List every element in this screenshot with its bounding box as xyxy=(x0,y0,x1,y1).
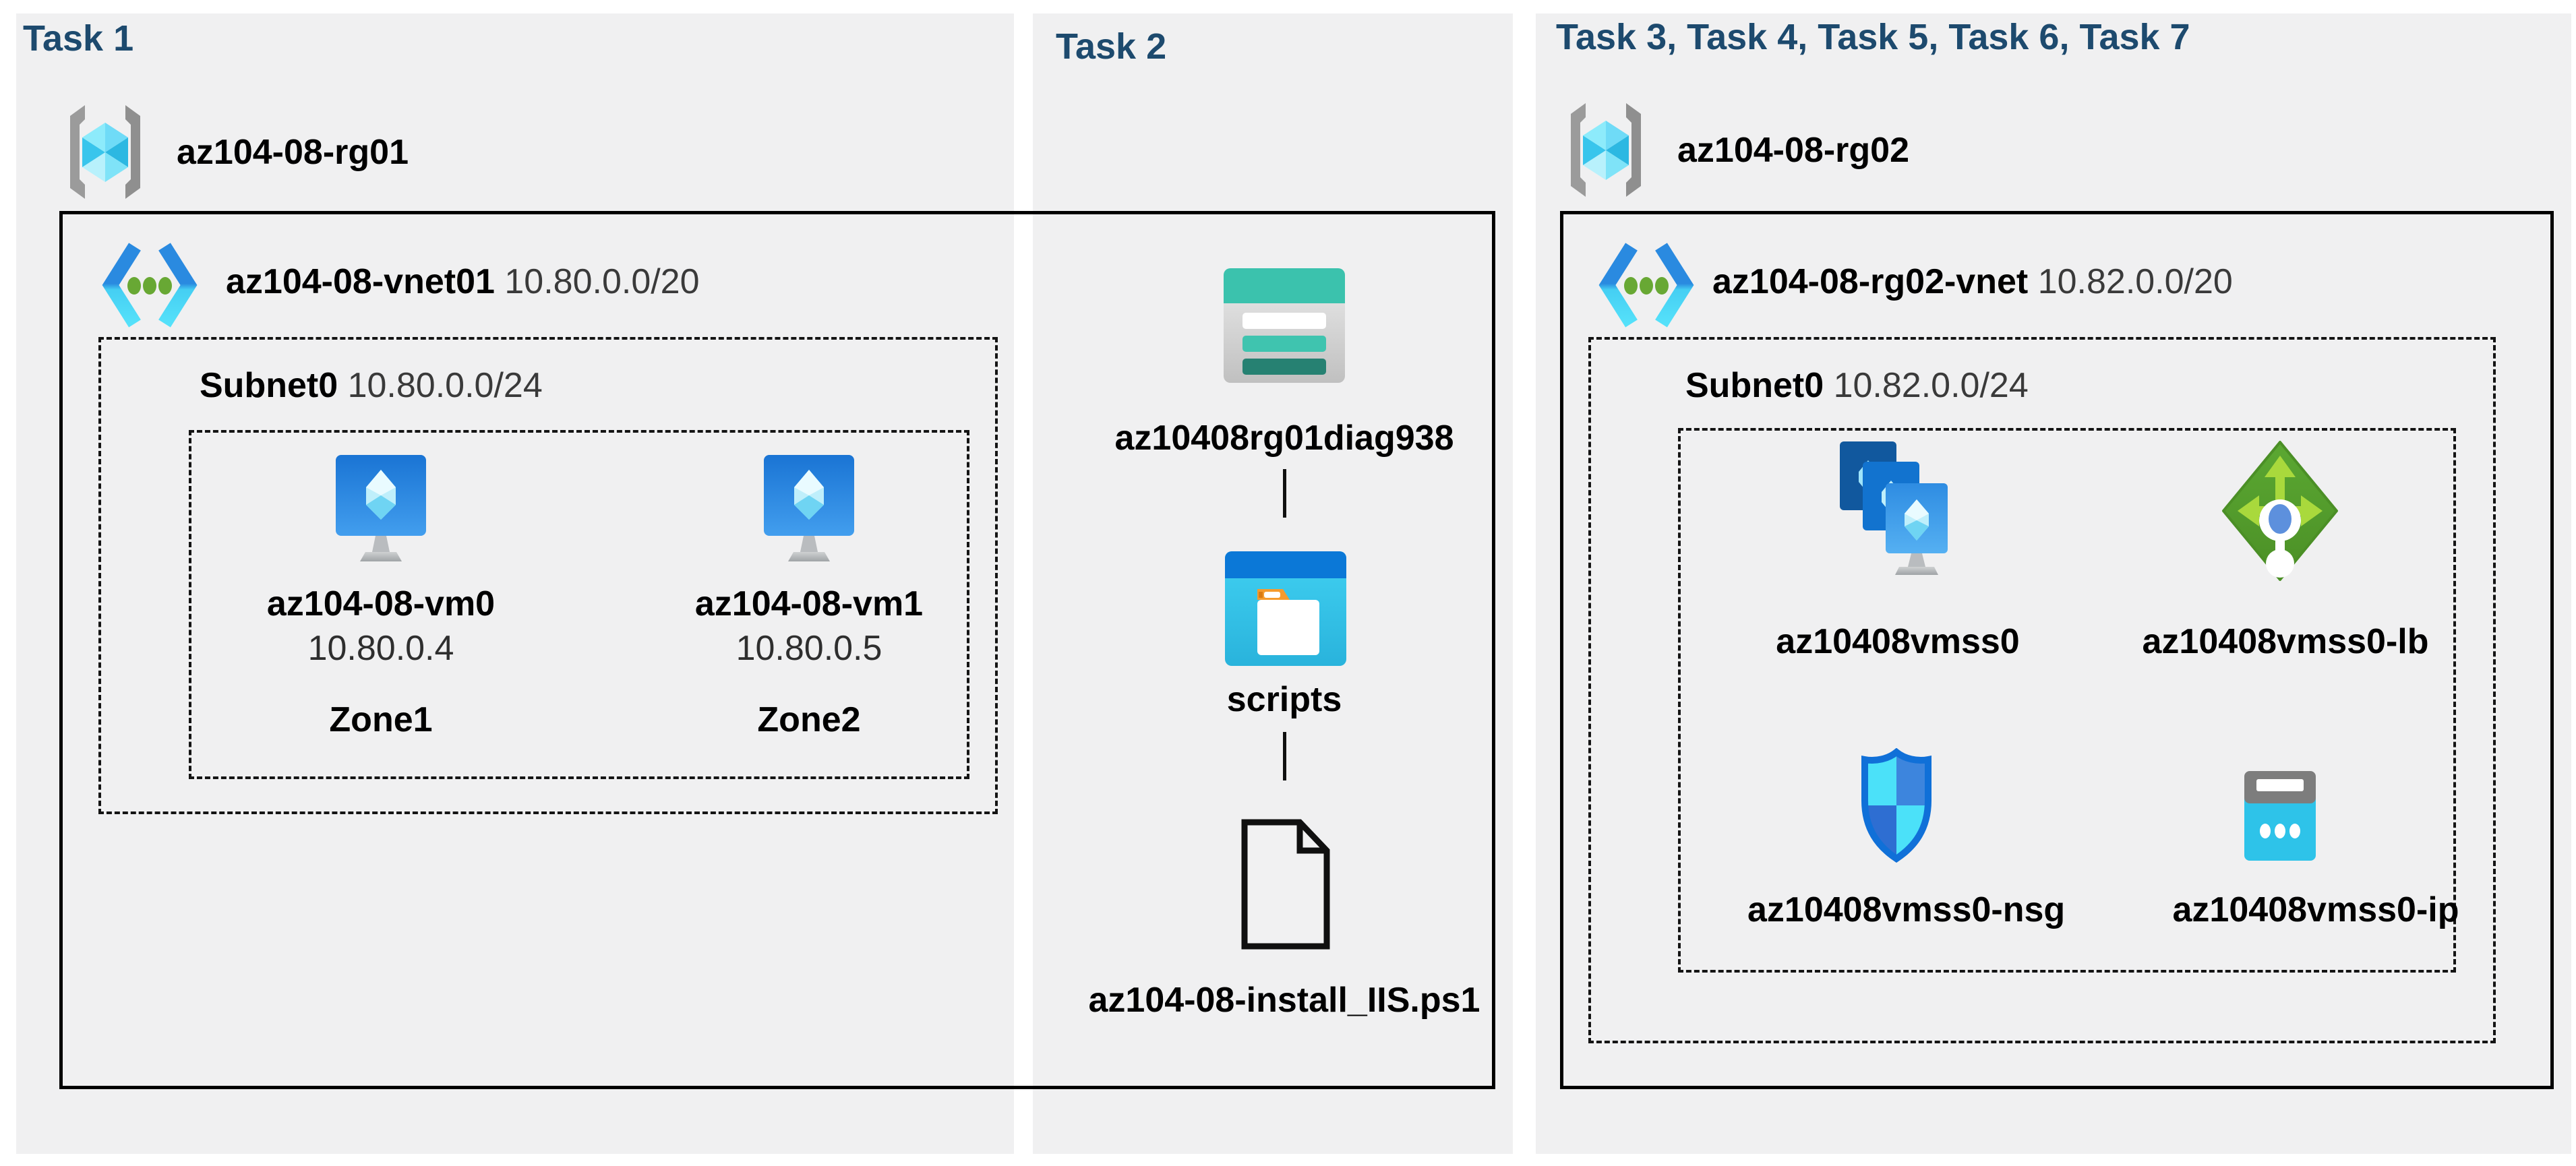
task2-heading: Task 2 xyxy=(1056,26,1167,67)
vnet2-boundary xyxy=(1560,211,2554,1089)
vmss-resource-group-box xyxy=(1678,428,2456,973)
vnet-cidr: 10.80.0.0/20 xyxy=(504,262,700,301)
vnet-label: az104-08-vnet01 10.80.0.0/20 xyxy=(226,262,700,302)
resource-group-icon xyxy=(1571,103,1641,197)
vm-ip: 10.80.0.4 xyxy=(307,629,454,668)
virtual-machine-icon xyxy=(764,455,854,561)
panel-task3-7 xyxy=(1536,13,2571,1154)
nsg-name: az10408vmss0-nsg xyxy=(1747,890,2066,929)
resource-group-name: az104-08-rg02 xyxy=(1677,131,1909,170)
subnet-name: Subnet0 xyxy=(200,366,338,405)
subnet-cidr: 10.82.0.0/24 xyxy=(1833,366,2029,405)
task1-heading: Task 1 xyxy=(23,18,134,59)
load-balancer-name: az10408vmss0-lb xyxy=(2142,622,2429,661)
public-ip-name: az10408vmss0-ip xyxy=(2172,890,2459,929)
container-name: scripts xyxy=(1226,680,1342,719)
script-file-name: az104-08-install_IIS.ps1 xyxy=(1088,981,1480,1020)
script-file-icon xyxy=(1235,817,1336,952)
blob-container-folder-icon xyxy=(1225,551,1346,666)
subnet-label: Subnet0 10.80.0.0/24 xyxy=(200,365,543,406)
vmss-name: az10408vmss0 xyxy=(1776,622,2020,661)
vnet-label: az104-08-rg02-vnet 10.82.0.0/20 xyxy=(1712,262,2233,302)
vm-zone-group xyxy=(189,430,969,779)
resource-group-name: az104-08-rg01 xyxy=(177,133,409,172)
panel-task1 xyxy=(16,13,1014,1154)
vm-name: az104-08-vm1 xyxy=(694,584,924,623)
resource-group-icon xyxy=(70,105,140,199)
vnet-name: az104-08-rg02-vnet xyxy=(1712,262,2029,301)
subnet-cidr: 10.80.0.0/24 xyxy=(347,366,543,405)
vnet-cidr: 10.82.0.0/20 xyxy=(2037,262,2233,301)
vm-zone: Zone2 xyxy=(757,700,861,739)
subnet-name: Subnet0 xyxy=(1685,366,1824,405)
storage-account-name: az10408rg01diag938 xyxy=(1114,419,1454,458)
vm-scale-set-icon xyxy=(1840,441,1948,575)
connector-line xyxy=(1283,469,1286,518)
virtual-network-icon xyxy=(100,235,200,336)
public-ip-icon xyxy=(2244,771,2316,861)
connector-line xyxy=(1283,732,1286,780)
vnet1-boundary xyxy=(59,211,1495,1089)
load-balancer-icon xyxy=(2222,441,2338,581)
vm-name: az104-08-vm0 xyxy=(266,584,496,623)
task3-heading: Task 3, Task 4, Task 5, Task 6, Task 7 xyxy=(1556,17,2190,57)
storage-account-icon xyxy=(1224,268,1345,383)
subnet1-boundary xyxy=(98,337,998,814)
subnet2-boundary xyxy=(1588,337,2496,1043)
vm-ip: 10.80.0.5 xyxy=(736,629,882,668)
virtual-network-icon xyxy=(1596,235,1696,336)
vnet-name: az104-08-vnet01 xyxy=(226,262,495,301)
subnet-label: Subnet0 10.82.0.0/24 xyxy=(1685,365,2029,406)
network-security-group-icon xyxy=(1855,748,1938,864)
virtual-machine-icon xyxy=(336,455,426,561)
vm-zone: Zone1 xyxy=(329,700,433,739)
